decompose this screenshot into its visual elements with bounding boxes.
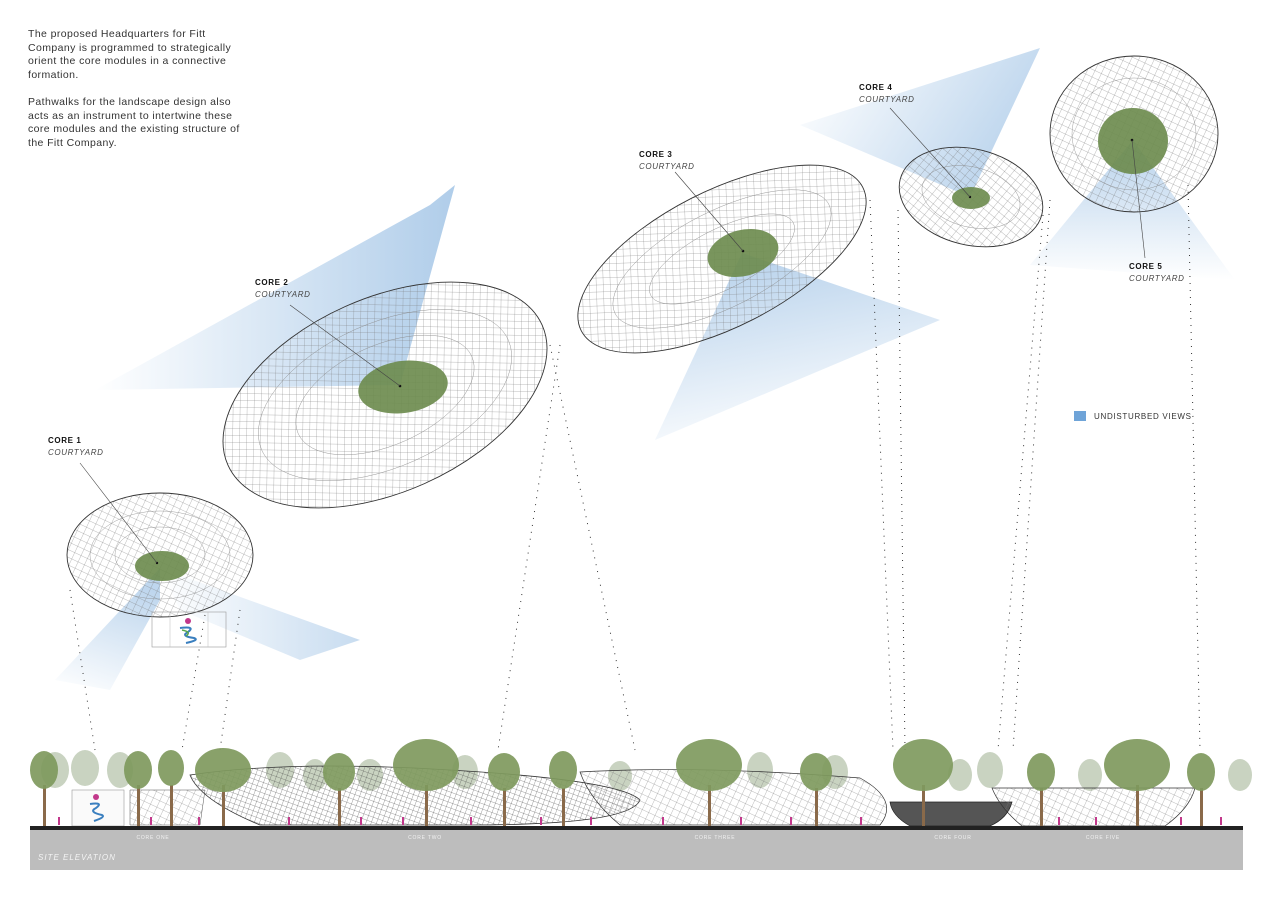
intro-paragraph-1: The proposed Headquarters for Fitt Compa… xyxy=(28,28,232,81)
core-4-subtitle: COURTYARD xyxy=(859,95,915,104)
projection-lines xyxy=(69,184,1201,751)
elevation-label-core-four: CORE FOUR xyxy=(934,835,972,841)
core-pods xyxy=(66,55,1219,618)
ground-line xyxy=(30,826,1243,830)
site-elevation-title: SITE ELEVATION xyxy=(38,853,116,862)
core-1-label: CORE 1 COURTYARD xyxy=(48,435,103,459)
elevation-label-core-two: CORE TWO xyxy=(408,835,442,841)
leader-lines xyxy=(79,107,1146,564)
core-2-subtitle: COURTYARD xyxy=(255,290,311,299)
core-3-title: CORE 3 xyxy=(639,150,673,159)
core-2-title: CORE 2 xyxy=(255,278,289,287)
ground-band xyxy=(30,830,1243,870)
core-3-subtitle: COURTYARD xyxy=(639,162,695,171)
intro-paragraph-2: Pathwalks for the landscape design also … xyxy=(28,96,240,149)
core-2-courtyard xyxy=(358,360,448,414)
core-4-courtyard xyxy=(952,187,990,209)
elevation-label-core-one: CORE ONE xyxy=(136,835,170,841)
core-5-label: CORE 5 COURTYARD xyxy=(1129,261,1184,285)
core-1-pod xyxy=(66,492,254,618)
core-2-label: CORE 2 COURTYARD xyxy=(255,277,310,301)
core-5-subtitle: COURTYARD xyxy=(1129,274,1185,283)
core-3-label: CORE 3 COURTYARD xyxy=(639,149,694,173)
core-5-courtyard xyxy=(1098,108,1168,174)
people xyxy=(58,817,1222,825)
elevation-label-core-three: CORE THREE xyxy=(694,835,736,841)
core-1-subtitle: COURTYARD xyxy=(48,448,104,457)
core-1-courtyard xyxy=(135,551,189,581)
core-1-title: CORE 1 xyxy=(48,436,82,445)
core-4-pod xyxy=(898,146,1044,248)
fitt-logo-icon xyxy=(185,618,191,624)
core-4-label: CORE 4 COURTYARD xyxy=(859,82,914,106)
foreground-trees xyxy=(30,739,1215,827)
legend-label: UNDISTURBED VIEWS xyxy=(1094,411,1192,421)
existing-building xyxy=(151,611,227,648)
core-4-title: CORE 4 xyxy=(859,83,893,92)
core-5-pod xyxy=(1049,55,1219,213)
elevation-building xyxy=(71,789,125,827)
legend: UNDISTURBED VIEWS xyxy=(1074,411,1192,421)
intro-text: The proposed Headquarters for Fitt Compa… xyxy=(28,28,253,164)
core-5-title: CORE 5 xyxy=(1129,262,1163,271)
legend-swatch xyxy=(1074,411,1086,421)
elevation-label-core-five: CORE FIVE xyxy=(1085,835,1121,841)
core-3-courtyard xyxy=(707,229,779,277)
